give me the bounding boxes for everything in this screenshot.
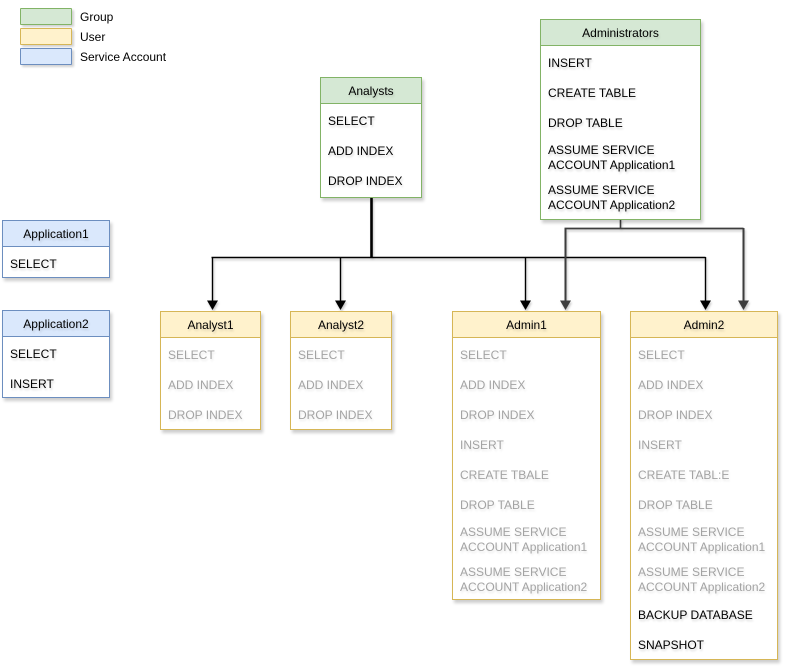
administrators-connector-tree (564, 219, 745, 302)
permission-item: ADD INDEX (328, 143, 394, 158)
permission-item: SELECT (328, 113, 375, 128)
permission-item: ADD INDEX (298, 377, 364, 392)
permission-item: SELECT (638, 347, 685, 362)
permission-item: CREATE TBALE (460, 467, 549, 482)
node-analyst2: Analyst2 SELECT ADD INDEX DROP INDEX (290, 311, 392, 430)
legend-label-user: User (80, 29, 106, 44)
permission-item: ASSUME SERVICE ACCOUNT Application1 (548, 143, 676, 172)
group-color-swatch (20, 8, 72, 25)
legend-row-user: User (20, 28, 166, 45)
permission-item: SELECT (10, 346, 57, 361)
node-admin1: Admin1 SELECT ADD INDEX DROP INDEX INSERT CR… (452, 311, 601, 600)
permission-item: DROP TABLE (460, 497, 535, 512)
permission-item: ASSUME SERVICE ACCOUNT Application1 (638, 525, 766, 554)
analysts-arrowheads (207, 300, 711, 310)
permission-item: SELECT (10, 256, 57, 271)
permission-item: CREATE TABLE (548, 85, 637, 100)
node-application1: Application1 SELECT (2, 220, 110, 278)
permission-item: INSERT (548, 55, 592, 70)
permission-item: ASSUME SERVICE ACCOUNT Application2 (548, 183, 676, 212)
legend: Group User Service Account (20, 8, 166, 68)
node-admin1-permissions: SELECT ADD INDEX DROP INDEX INSERT CREATE TB… (453, 338, 600, 600)
permission-item: ADD INDEX (460, 377, 526, 392)
legend-row-group: Group (20, 8, 166, 25)
node-application2-permissions: SELECT INSERT (3, 337, 109, 399)
permission-item: DROP INDEX (328, 173, 403, 188)
node-admin2-title: Admin2 (631, 312, 777, 338)
node-analyst1-title: Analyst1 (161, 312, 260, 338)
permission-item: BACKUP DATABASE (638, 607, 753, 622)
permission-item: DROP TABLE (548, 115, 623, 130)
node-analyst1: Analyst1 SELECT ADD INDEX DROP INDEX (160, 311, 261, 430)
legend-label-service-account: Service Account (80, 49, 167, 64)
node-application2: Application2 SELECT INSERT (2, 310, 110, 398)
permission-item: INSERT (638, 437, 682, 452)
permission-item: SNAPSHOT (638, 637, 705, 652)
node-analysts-permissions: SELECT ADD INDEX DROP INDEX (321, 104, 421, 196)
permission-item: DROP INDEX (168, 407, 243, 422)
node-admin2: Admin2 SELECT ADD INDEX DROP INDEX INSERT CR… (630, 311, 778, 660)
permission-item: DROP INDEX (460, 407, 535, 422)
permission-item: ADD INDEX (168, 377, 234, 392)
administrators-arrowheads (560, 300, 749, 310)
node-application2-title: Application2 (3, 311, 109, 337)
node-administrators: Administrators INSERT CREATE TABLE DROP TA… (540, 19, 701, 220)
node-application1-title: Application1 (3, 221, 109, 247)
service-account-color-swatch (20, 48, 72, 65)
permission-item: DROP TABLE (638, 497, 713, 512)
node-admin1-title: Admin1 (453, 312, 600, 338)
node-admin2-permissions: SELECT ADD INDEX DROP INDEX INSERT CREATE TA… (631, 338, 777, 660)
permission-item: SELECT (168, 347, 215, 362)
permission-item: ASSUME SERVICE ACCOUNT Application2 (460, 565, 588, 594)
node-analysts: Analysts SELECT ADD INDEX DROP INDEX (320, 77, 422, 198)
node-administrators-permissions: INSERT CREATE TABLE DROP TABLE ASSUME SERVI… (541, 46, 700, 218)
node-analyst2-permissions: SELECT ADD INDEX DROP INDEX (291, 338, 391, 430)
node-analyst1-permissions: SELECT ADD INDEX DROP INDEX (161, 338, 260, 430)
node-application1-permissions: SELECT (3, 247, 109, 279)
permission-item: INSERT (10, 376, 54, 391)
user-color-swatch (20, 28, 72, 45)
permission-item: SELECT (460, 347, 507, 362)
node-analyst2-title: Analyst2 (291, 312, 391, 338)
node-analysts-title: Analysts (321, 78, 421, 104)
node-administrators-title: Administrators (541, 20, 700, 46)
legend-label-group: Group (80, 9, 114, 24)
permission-item: DROP INDEX (298, 407, 373, 422)
permission-item: SELECT (298, 347, 345, 362)
permission-item: INSERT (460, 437, 504, 452)
legend-row-service-account: Service Account (20, 48, 166, 65)
permission-item: ASSUME SERVICE ACCOUNT Application1 (460, 525, 588, 554)
permission-item: ADD INDEX (638, 377, 704, 392)
permission-item: ASSUME SERVICE ACCOUNT Application2 (638, 565, 766, 594)
permission-item: CREATE TABL:E (638, 467, 730, 482)
permission-item: DROP INDEX (638, 407, 713, 422)
